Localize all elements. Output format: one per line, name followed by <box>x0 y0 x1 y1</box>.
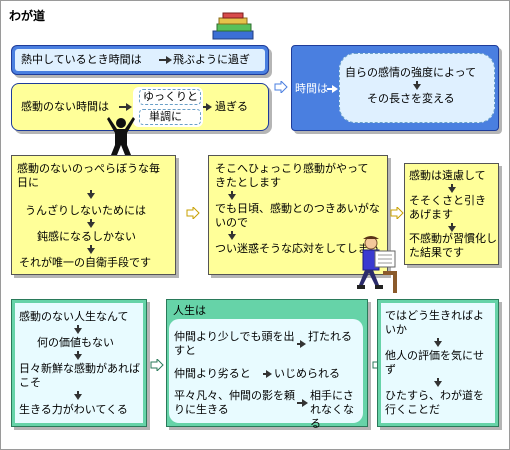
person-silhouette <box>107 117 135 155</box>
emotion-visit-item3: つい迷惑そうな応対をしてしまう <box>215 242 380 255</box>
arrow-down-icon <box>434 341 442 347</box>
connector <box>451 223 453 227</box>
emotion-leaves-item2: そそくさと引きあげます <box>409 194 486 221</box>
arrow-right-icon <box>166 56 172 64</box>
connector <box>297 402 303 404</box>
connector <box>77 351 79 355</box>
big-arrow-icon <box>390 207 404 219</box>
life-value-item3: 日々新鮮な感動があればこそ <box>19 362 140 389</box>
option-slowly-text: ゆっくりと <box>143 90 198 103</box>
emotion-leaves-item1: 感動は遠慮して <box>409 169 486 182</box>
connector <box>437 378 439 382</box>
arrow-down-icon <box>228 194 236 200</box>
connector <box>119 106 127 108</box>
life-value-inner <box>15 303 143 423</box>
life-is-row1-cause: 仲間より少しでも頭を出すと <box>174 330 295 357</box>
arrow-right-icon <box>302 399 308 407</box>
absorbed-time-text1: 熱中しているとき時間は <box>21 53 142 66</box>
connector <box>327 88 333 90</box>
arrow-down-icon <box>434 381 442 387</box>
dull-time-text2: 過ぎる <box>215 100 248 113</box>
box-numbness <box>11 155 176 275</box>
emotion-visit-item1: そこへひょっこり感動がやってきたとします <box>215 162 369 189</box>
life-value-item2: 何の価値もない <box>37 336 114 349</box>
time-conclusion-line2: その長さを変える <box>367 92 455 105</box>
arrow-down-icon <box>74 394 82 400</box>
numbness-item1: 感動のないのっぺらぼうな毎日に <box>17 162 160 189</box>
life-is-row3-cause: 平々凡々、仲間の影を頼りに生きる <box>174 389 295 416</box>
how-to-live-item2: 他人の評価を気にせず <box>385 349 484 376</box>
life-is-row2-cause: 仲間より劣ると <box>174 367 251 380</box>
connector <box>90 190 92 194</box>
time-label: 時間は <box>295 82 328 95</box>
how-to-live-item1: ではどう生きればよいか <box>385 309 484 336</box>
box-emotion-visit <box>208 155 388 275</box>
connector <box>297 343 301 345</box>
arrow-down-icon <box>74 354 82 360</box>
arrow-down-icon <box>87 248 95 254</box>
arrow-down-icon <box>74 328 82 334</box>
box-emotion-leaves <box>404 163 499 265</box>
page-title: わが道 <box>9 9 46 23</box>
option-monotonous-text: 単調に <box>149 110 182 123</box>
life-value-item4: 生きる力がわいてくる <box>19 403 128 416</box>
connector <box>159 59 167 61</box>
connector <box>77 391 79 395</box>
arrow-down-icon <box>87 193 95 199</box>
arrow-right-icon <box>300 340 306 348</box>
life-is-label: 人生は <box>173 304 206 317</box>
time-conclusion-line1: 自らの感情の強度によって <box>345 66 477 79</box>
emotion-leaves-item3: 不感動が習慣化した結果です <box>409 232 497 259</box>
arrow-right-icon <box>126 103 132 111</box>
big-arrow-icon <box>186 207 200 219</box>
absorbed-time-text2: 飛ぶように過ぎ <box>173 53 250 66</box>
arrow-right-icon <box>206 103 212 111</box>
big-arrow-icon <box>274 81 288 93</box>
connector <box>416 81 418 85</box>
how-to-live-item3: ひたすら、わが道を行くことだ <box>385 389 484 416</box>
how-to-live-inner <box>381 303 495 423</box>
connector <box>231 231 233 235</box>
arrow-down-icon <box>448 226 456 232</box>
connector <box>203 106 207 108</box>
arrow-right-icon <box>266 370 272 378</box>
connector <box>437 338 439 342</box>
life-is-row1-result: 打たれる <box>308 330 352 343</box>
man-reading-illustration <box>357 236 397 293</box>
life-is-row3-result: 相手にされなくなる <box>310 389 354 430</box>
arrow-down-icon <box>228 234 236 240</box>
numbness-item3: 鈍感になるしかない <box>37 230 136 243</box>
connector <box>451 184 453 188</box>
arrow-right-icon <box>332 85 338 93</box>
connector <box>77 325 79 329</box>
numbness-item4: それが唯一の自衛手段です <box>19 256 151 269</box>
connector <box>90 219 92 223</box>
life-value-item1: 感動のない人生なんて <box>19 310 129 323</box>
books-illustration <box>212 12 254 40</box>
emotion-visit-item2: でも日頃、感動とのつきあいがないので <box>215 202 380 229</box>
life-is-row2-result: いじめられる <box>274 367 340 380</box>
connector <box>263 373 267 375</box>
big-arrow-icon <box>150 359 164 371</box>
option-slowly <box>139 89 201 105</box>
numbness-item2: うんざりしないためには <box>25 204 146 217</box>
box-absorbed-time-inner <box>15 49 265 71</box>
option-monotonous <box>139 109 201 125</box>
connector <box>231 191 233 195</box>
dull-time-text1: 感動のない時間は <box>21 100 109 113</box>
connector <box>90 245 92 249</box>
arrow-down-icon <box>448 187 456 193</box>
arrow-down-icon <box>87 222 95 228</box>
arrow-down-icon <box>413 84 421 90</box>
